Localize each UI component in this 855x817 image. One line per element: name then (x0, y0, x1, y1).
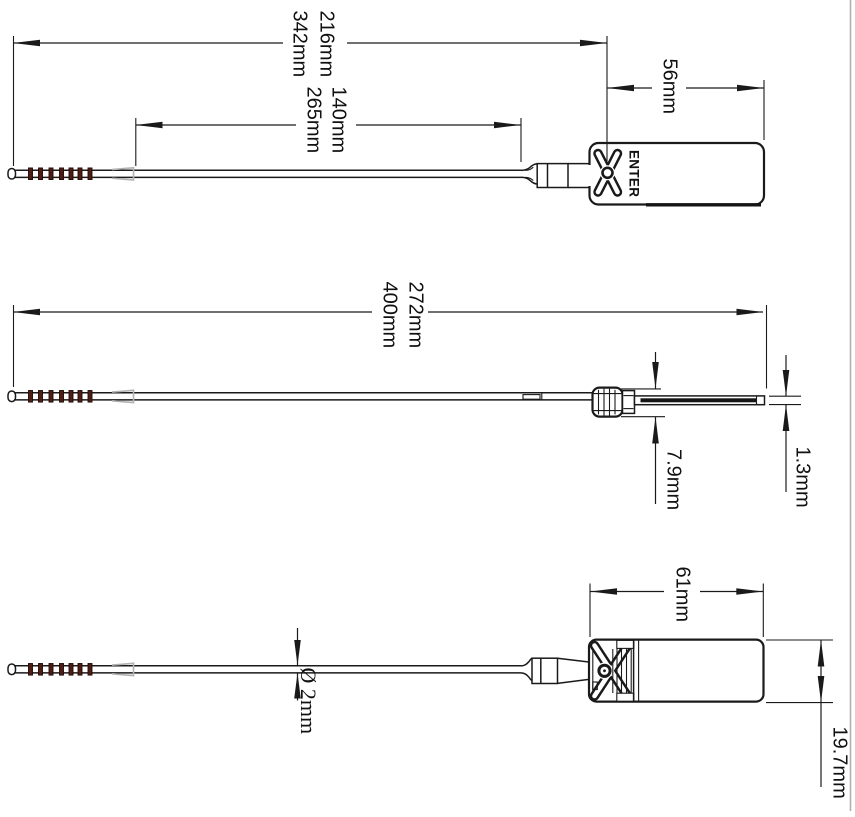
arrowhead (817, 640, 825, 667)
arrowhead (494, 121, 521, 129)
top-view: ENTER 342mm 216mm 265mm 140mm (7, 11, 766, 207)
strap-flare (520, 657, 533, 667)
tag-entry-gap (586, 165, 594, 186)
lock-head-back (588, 639, 640, 702)
dim-label-61mm: 61mm (672, 567, 694, 623)
dimension-side-total: 400mm 272mm (12, 282, 768, 389)
strap-flare (521, 162, 538, 172)
lock-pin-center (603, 669, 606, 673)
dim-label-diameter-2mm: Ø 2mm (296, 668, 321, 735)
dim-label-272mm: 272mm (405, 282, 427, 349)
dim-label-216mm: 216mm (316, 11, 338, 78)
arrowhead (13, 39, 40, 47)
lock-pin-hole (601, 166, 614, 180)
arrowhead (782, 370, 790, 397)
arrowhead (817, 676, 825, 703)
dimension-tag-width-top: 56mm (607, 59, 765, 140)
arrowhead (736, 588, 764, 595)
dimension-tag-width-back: 61mm (589, 567, 764, 637)
dim-label-400mm: 400mm (379, 282, 401, 349)
strap-flare (521, 176, 538, 185)
dim-label-7-9mm: 7.9mm (663, 449, 685, 510)
strap-flare-inner (525, 176, 534, 181)
arrowhead (135, 121, 163, 129)
dimension-top-total: 342mm 216mm (12, 11, 607, 166)
side-view: 400mm 272mm 7.9mm 1.3mm (7, 282, 814, 510)
arrowhead (13, 308, 40, 316)
arrowhead (607, 84, 634, 92)
arrowhead (737, 84, 764, 92)
tag-label-edge (640, 398, 756, 403)
strap-neck-block (536, 162, 569, 189)
clip-tab (616, 692, 635, 702)
mold-mark (592, 681, 598, 691)
dimension-tag-thickness: 1.3mm (769, 355, 814, 508)
dim-label-1-3mm: 1.3mm (792, 447, 814, 508)
arrowhead (736, 308, 764, 316)
strap-grip-tail (7, 662, 141, 677)
strap-neck-block (531, 657, 559, 685)
dimension-top-strap: 265mm 140mm (135, 87, 522, 166)
lock-star (593, 148, 623, 197)
arrowhead (652, 362, 659, 389)
strap-step (522, 394, 541, 400)
strap-grip-tail (7, 166, 141, 181)
lock-head-side (591, 386, 624, 418)
neck-taper (557, 678, 589, 685)
dim-label-342mm: 342mm (289, 11, 311, 78)
arrowhead (580, 39, 607, 47)
strap-flare-inner (525, 166, 534, 171)
seal-tag-back-outline (587, 638, 765, 703)
back-view: 61mm Ø 2mm 19.7mm (7, 567, 851, 799)
arrowhead (590, 588, 617, 595)
dimension-strap-diameter: Ø 2mm (294, 628, 321, 734)
dim-label-56mm: 56mm (659, 59, 681, 115)
dim-label-19-7mm: 19.7mm (829, 727, 851, 799)
head-step (621, 389, 636, 415)
strap-grip-tail (7, 389, 141, 404)
strap-flare (520, 672, 533, 682)
arrowhead (294, 640, 301, 666)
dimension-tag-height: 19.7mm (766, 639, 851, 799)
dim-label-140mm: 140mm (328, 87, 350, 154)
dimension-head-height: 7.9mm (621, 352, 685, 510)
clip-tab (616, 639, 635, 649)
dim-label-265mm: 265mm (303, 87, 325, 154)
neck-taper (557, 657, 589, 663)
tag-brand-text: ENTER (627, 150, 642, 197)
